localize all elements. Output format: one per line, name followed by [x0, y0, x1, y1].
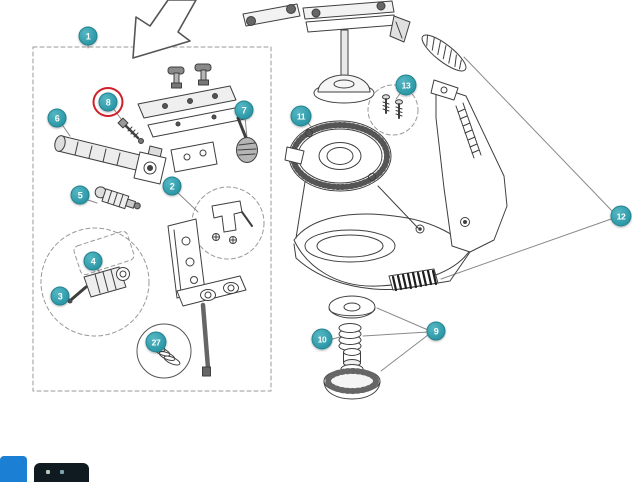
mount-frame-part [167, 218, 247, 377]
washer-part [328, 295, 376, 319]
highlight-ring-callout-8 [92, 87, 124, 117]
screws-part-13 [382, 94, 403, 119]
callout-2[interactable]: 2 [162, 176, 182, 196]
bottom-left-blue-button[interactable] [0, 456, 27, 482]
dial-ring-part [284, 120, 392, 192]
callout-13[interactable]: 13 [395, 74, 417, 96]
callout-4[interactable]: 4 [83, 251, 103, 271]
coil-spring-part [421, 34, 467, 72]
callout-1[interactable]: 1 [78, 26, 98, 46]
callout-8-highlighted[interactable]: 8 [98, 92, 118, 112]
direction-arrow [132, 0, 197, 59]
callout-5[interactable]: 5 [70, 185, 90, 205]
detail-13-dashed-circle [367, 84, 419, 136]
knob-part [323, 364, 381, 400]
bottom-left-dark-button[interactable] [34, 463, 89, 482]
spring-detail-part-27 [136, 323, 192, 379]
dark-button-icon [46, 470, 50, 474]
rail-clamp-assembly [137, 63, 258, 173]
bracket-detail-part-2 [211, 200, 253, 244]
callout-27[interactable]: 27 [145, 331, 167, 353]
plug-fitting-part-5 [94, 186, 141, 210]
callout-6[interactable]: 6 [47, 108, 67, 128]
washer-spring-knob-stack [323, 295, 381, 400]
valve-detail-part [67, 266, 130, 304]
dark-button-icon-2 [60, 470, 64, 474]
detail-3-4-dashed-circle [40, 227, 150, 337]
handle-lever-part [54, 135, 167, 185]
detail-4-dashed-rect [73, 230, 135, 276]
callout-9[interactable]: 9 [426, 321, 446, 341]
machine-base-part [293, 79, 508, 292]
callout-3[interactable]: 3 [50, 286, 70, 306]
upper-clamp-assembly [242, 0, 411, 104]
bolt-part-8 [117, 117, 144, 144]
callout-12[interactable]: 12 [610, 205, 632, 227]
callout-7[interactable]: 7 [234, 100, 254, 120]
spring-part [338, 323, 362, 351]
callout-10[interactable]: 10 [311, 328, 333, 350]
callout-11[interactable]: 11 [290, 105, 312, 127]
bushing-part [343, 348, 361, 367]
